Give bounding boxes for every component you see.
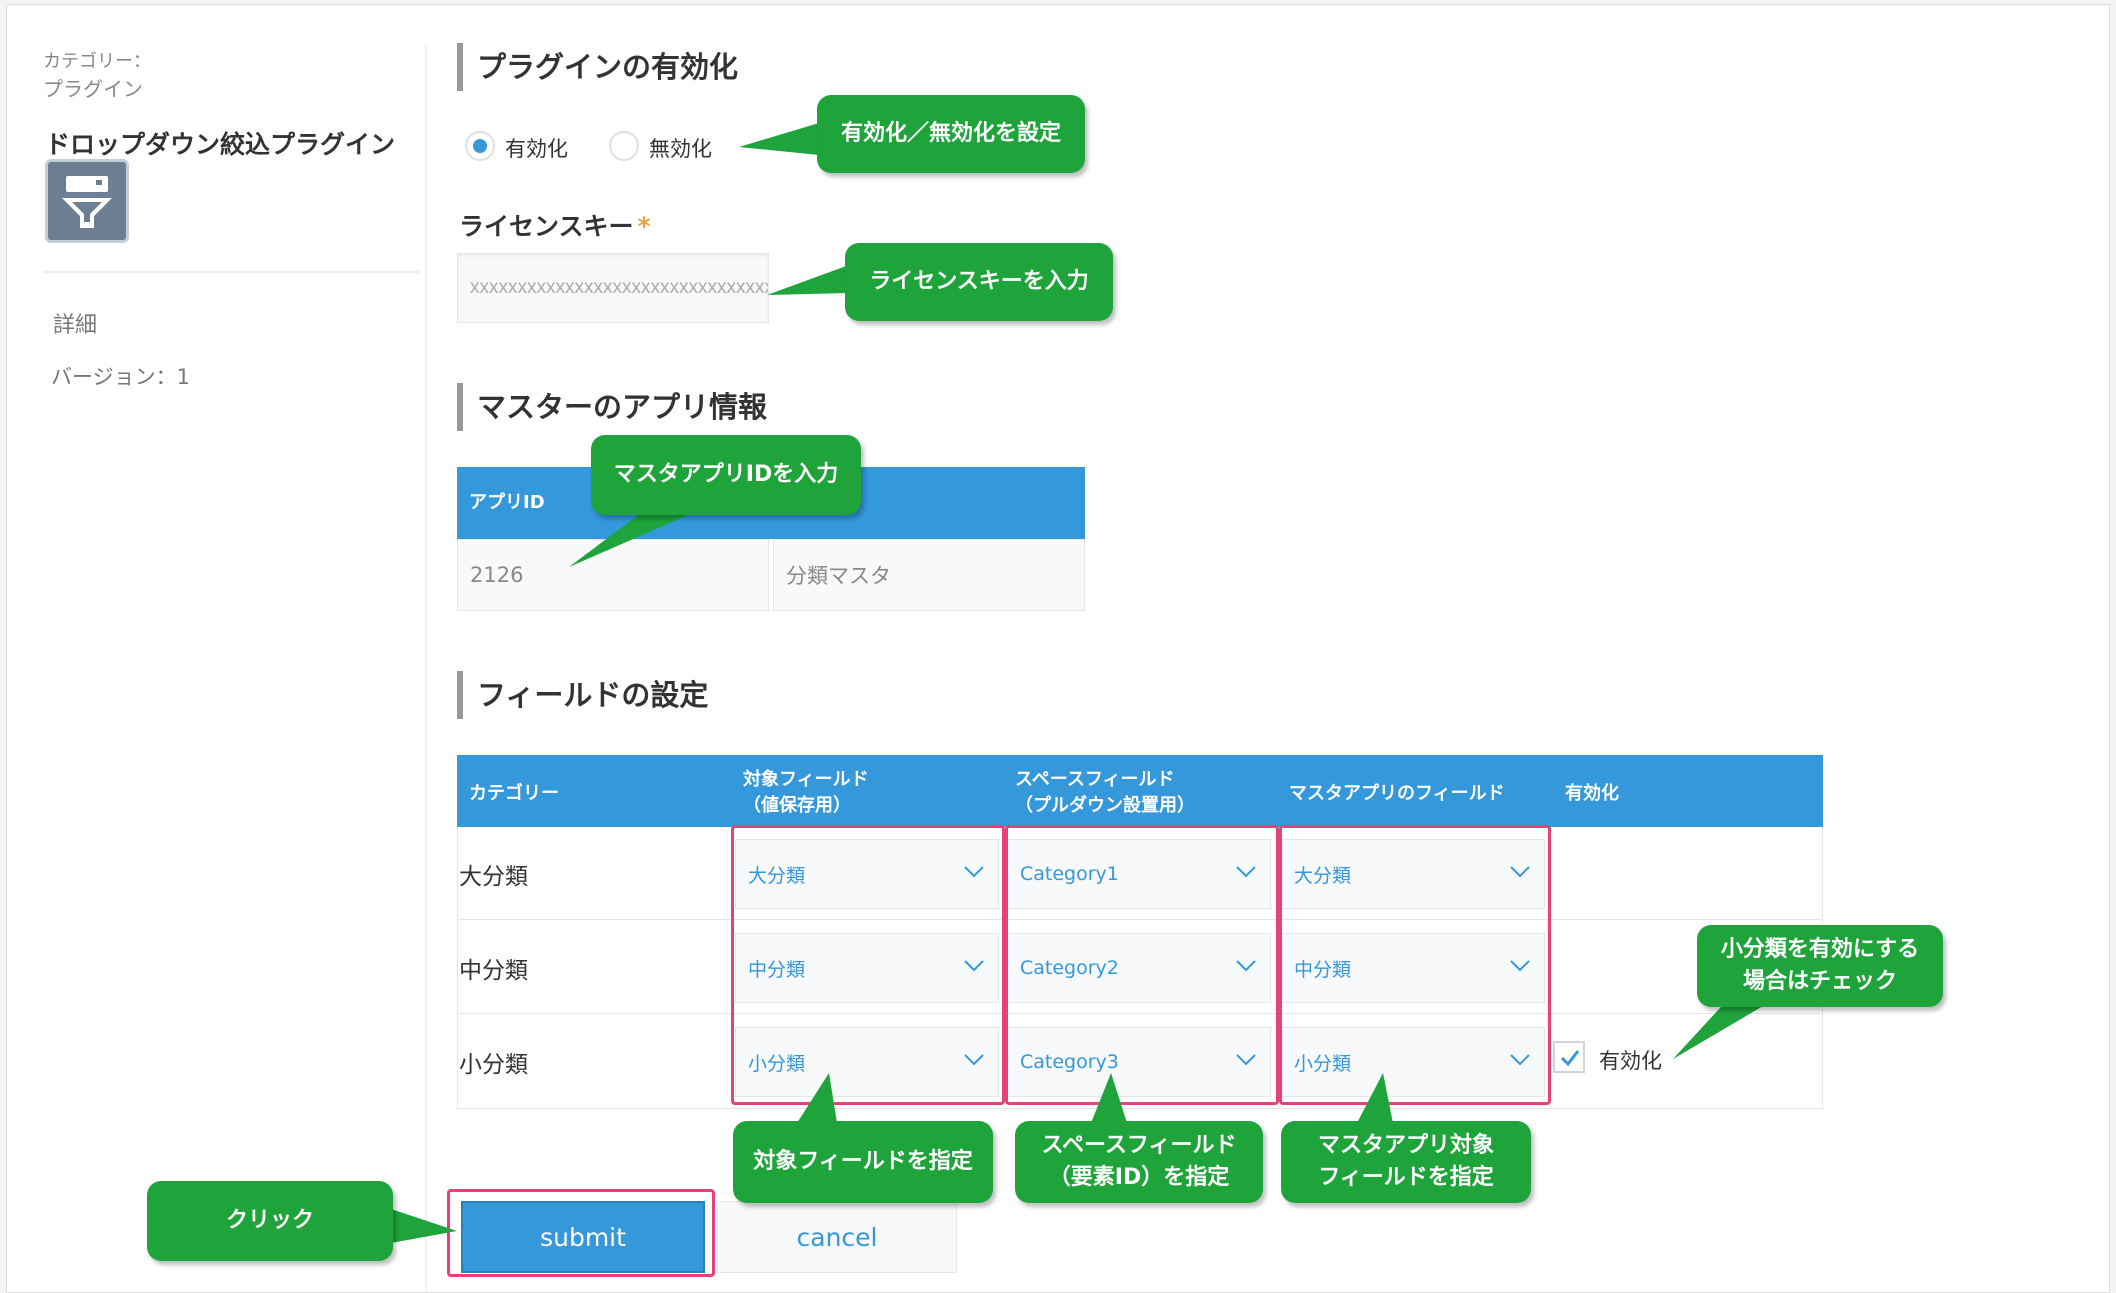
select-value: 大分類	[1294, 864, 1352, 887]
header-enabled: 有効化	[1565, 783, 1619, 804]
chevron-down-icon	[1236, 866, 1256, 878]
select-master-medium[interactable]: 中分類	[1281, 933, 1545, 1003]
callout-master: マスタアプリ対象フィールドを指定	[1281, 1121, 1531, 1203]
select-value: 中分類	[748, 958, 806, 981]
radio-enable-label: 有効化	[505, 137, 568, 161]
sidebar-divider	[425, 45, 427, 1292]
chevron-down-icon	[964, 1054, 984, 1066]
callout-line: 場合はチェック	[1742, 969, 1897, 994]
plugin-name: ドロップダウン絞込プラグイン	[45, 130, 396, 159]
chevron-down-icon	[1510, 1054, 1530, 1066]
chevron-down-icon	[1510, 960, 1530, 972]
highlight-target-column	[731, 825, 1005, 1105]
cancel-button[interactable]: cancel	[717, 1201, 957, 1273]
callout-app-id: マスタアプリIDを入力	[591, 435, 861, 515]
callout-small-category: 小分類を有効にする場合はチェック	[1697, 925, 1943, 1007]
chevron-down-icon	[1510, 866, 1530, 878]
select-value: 大分類	[748, 864, 806, 887]
funnel-filter-icon	[45, 159, 129, 243]
radio-disable-label: 無効化	[649, 137, 712, 161]
callout-line: フィールドを指定	[1318, 1165, 1494, 1190]
master-app-section-title: マスターのアプリ情報	[457, 383, 767, 431]
sidebar-category-value: プラグイン	[43, 77, 143, 101]
select-target-large[interactable]: 大分類	[735, 839, 999, 909]
select-space-medium[interactable]: Category2	[1007, 933, 1271, 1003]
app-name-display: 分類マスタ	[773, 539, 1085, 611]
callout-target: 対象フィールドを指定	[733, 1121, 993, 1203]
select-value: 小分類	[748, 1052, 806, 1075]
plugin-settings-page: カテゴリー： プラグイン ドロップダウン絞込プラグイン 詳細 バージョン：1 プ…	[6, 4, 2110, 1293]
header-target-line2: （値保存用）	[743, 795, 851, 816]
select-target-small[interactable]: 小分類	[735, 1027, 999, 1097]
select-value: Category1	[1020, 863, 1119, 885]
callout-line: マスタアプリ対象	[1317, 1133, 1494, 1158]
sidebar-version: バージョン：1	[51, 365, 190, 389]
chevron-down-icon	[1236, 1054, 1256, 1066]
sidebar-category-label: カテゴリー：	[43, 51, 151, 72]
row-separator	[457, 1013, 1823, 1014]
sidebar-separator	[43, 271, 419, 273]
select-master-small[interactable]: 小分類	[1281, 1027, 1545, 1097]
license-key-input[interactable]: xxxxxxxxxxxxxxxxxxxxxxxxxxxxxxxxxx	[457, 253, 769, 323]
enable-small-category-checkbox[interactable]	[1553, 1041, 1585, 1073]
select-value: 小分類	[1294, 1052, 1352, 1075]
callout-line: スペースフィールド	[1041, 1133, 1237, 1158]
header-space-line2: （プルダウン設置用）	[1015, 795, 1195, 816]
select-space-large[interactable]: Category1	[1007, 839, 1271, 909]
callout-line: 小分類を有効にする	[1720, 937, 1920, 962]
callout-enable: 有効化／無効化を設定	[817, 95, 1085, 173]
field-settings-table-header: カテゴリー 対象フィールド （値保存用） スペースフィールド （プルダウン設置用…	[457, 755, 1823, 827]
header-master: マスタアプリのフィールド	[1289, 783, 1505, 804]
select-value: Category2	[1020, 957, 1119, 979]
select-value: 中分類	[1294, 958, 1352, 981]
select-value: Category3	[1020, 1051, 1119, 1073]
row-category-large: 大分類	[459, 864, 528, 890]
callout-click: クリック	[147, 1181, 393, 1261]
row-separator	[457, 919, 1823, 920]
app-id-input[interactable]: 2126	[457, 539, 769, 611]
check-icon	[1560, 1050, 1580, 1067]
chevron-down-icon	[964, 960, 984, 972]
header-target-line1: 対象フィールド	[743, 769, 869, 790]
callout-space: スペースフィールド （要素ID）を指定	[1015, 1121, 1263, 1203]
sidebar-details-link[interactable]: 詳細	[53, 313, 98, 338]
select-target-medium[interactable]: 中分類	[735, 933, 999, 1003]
row-category-small: 小分類	[459, 1052, 528, 1078]
radio-disable[interactable]	[609, 131, 639, 161]
enable-small-category-label: 有効化	[1599, 1049, 1662, 1073]
submit-button[interactable]: submit	[461, 1201, 705, 1273]
highlight-master-column	[1279, 825, 1551, 1105]
chevron-down-icon	[964, 866, 984, 878]
enable-section-title: プラグインの有効化	[457, 43, 738, 91]
row-category-medium: 中分類	[459, 958, 528, 984]
select-space-small[interactable]: Category3	[1007, 1027, 1271, 1097]
callout-line: （要素ID）を指定	[1048, 1165, 1230, 1190]
radio-enable[interactable]	[465, 131, 495, 161]
callout-license: ライセンスキーを入力	[845, 243, 1113, 321]
license-key-label: ライセンスキー*	[459, 212, 651, 241]
highlight-space-column	[1005, 825, 1279, 1105]
header-category: カテゴリー	[469, 783, 559, 804]
app-id-column-header: アプリID	[469, 492, 545, 513]
chevron-down-icon	[1236, 960, 1256, 972]
header-space-line1: スペースフィールド	[1015, 769, 1175, 790]
required-mark: *	[637, 212, 651, 241]
field-settings-section-title: フィールドの設定	[457, 671, 708, 719]
